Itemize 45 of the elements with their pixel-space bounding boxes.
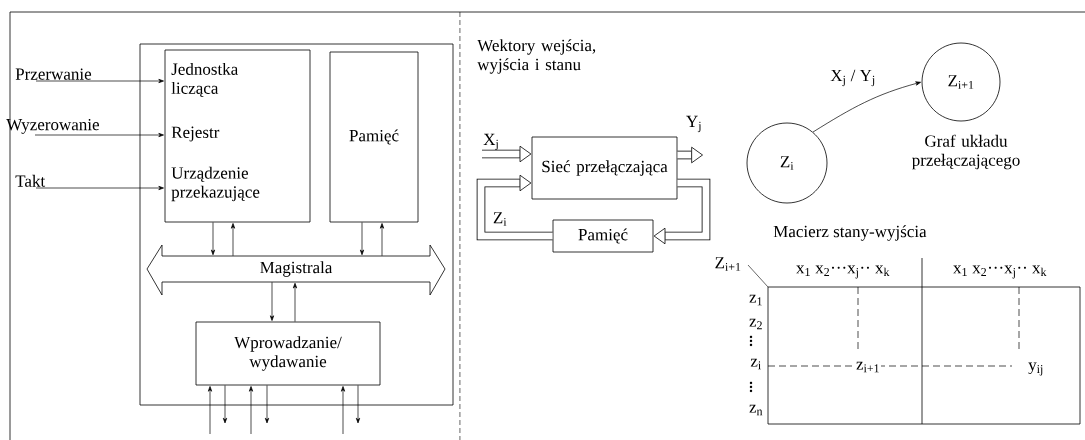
vector-label: X$_{j}$ [483, 133, 498, 151]
signal-label: Takt [15, 174, 46, 187]
arrow [158, 185, 164, 191]
arrow [292, 282, 298, 322]
arrow [359, 222, 365, 256]
table-title: Macierz stany-wyjścia [773, 225, 927, 241]
signal-label: Przerwanie [15, 68, 92, 80]
arrow [379, 223, 385, 257]
edge-label: X$_{j}$ / Y$_{j}$ [830, 69, 875, 87]
arrow [482, 145, 532, 163]
memory-box: Pamięć [329, 51, 419, 223]
io-box: Wprowadzanie/ wydawanie [195, 321, 381, 386]
arrow [158, 132, 164, 138]
computer-box [139, 43, 454, 406]
column-header: x$_{1}$ x$_{2}$···x$_{j}$·· x$_{k}$ [953, 265, 1047, 279]
arrow [340, 386, 346, 435]
arrow [476, 174, 553, 241]
arrow [653, 178, 711, 245]
column-header: x$_{1}$ x$_{2}$···x$_{j}$·· x$_{k}$ [796, 265, 890, 279]
row-header: z$_{n}$ [749, 404, 763, 416]
row-header: z$_{1}$ [749, 294, 762, 306]
heading-text: Wektory wejścia, wyjścia i stanu [477, 39, 596, 74]
memory-box: Pamięć [552, 219, 654, 253]
arrow [230, 223, 236, 257]
arrow [355, 385, 361, 424]
arrow [207, 386, 213, 435]
edge-label: Z$_{i}$ [493, 212, 507, 226]
cell-value: y$_{ij}$ [1027, 361, 1045, 377]
row-header: z$_{i}$ [750, 358, 761, 370]
unit-box: Jednostka licząca Rejestr Urządzenie przekazujące [164, 49, 311, 223]
cell-value: z$_{i+1}$ [855, 360, 881, 374]
arrow [264, 385, 270, 424]
signal-label: Wyzerowanie [6, 118, 99, 134]
arrow [158, 78, 164, 84]
arrow [248, 386, 254, 435]
caption-text: Graf układu przełączającego [912, 134, 1020, 170]
row-header: z$_{2}$ [749, 318, 762, 330]
arrow [812, 81, 921, 133]
arrow [210, 222, 216, 256]
arrow [222, 385, 228, 424]
network-box: Sieć przełączająca [531, 136, 678, 200]
vector-label: Y$_{j}$ [686, 115, 701, 133]
edge-label: Z$_{i+1}$ [715, 257, 741, 271]
arrow [677, 146, 703, 164]
arrow [269, 281, 275, 321]
